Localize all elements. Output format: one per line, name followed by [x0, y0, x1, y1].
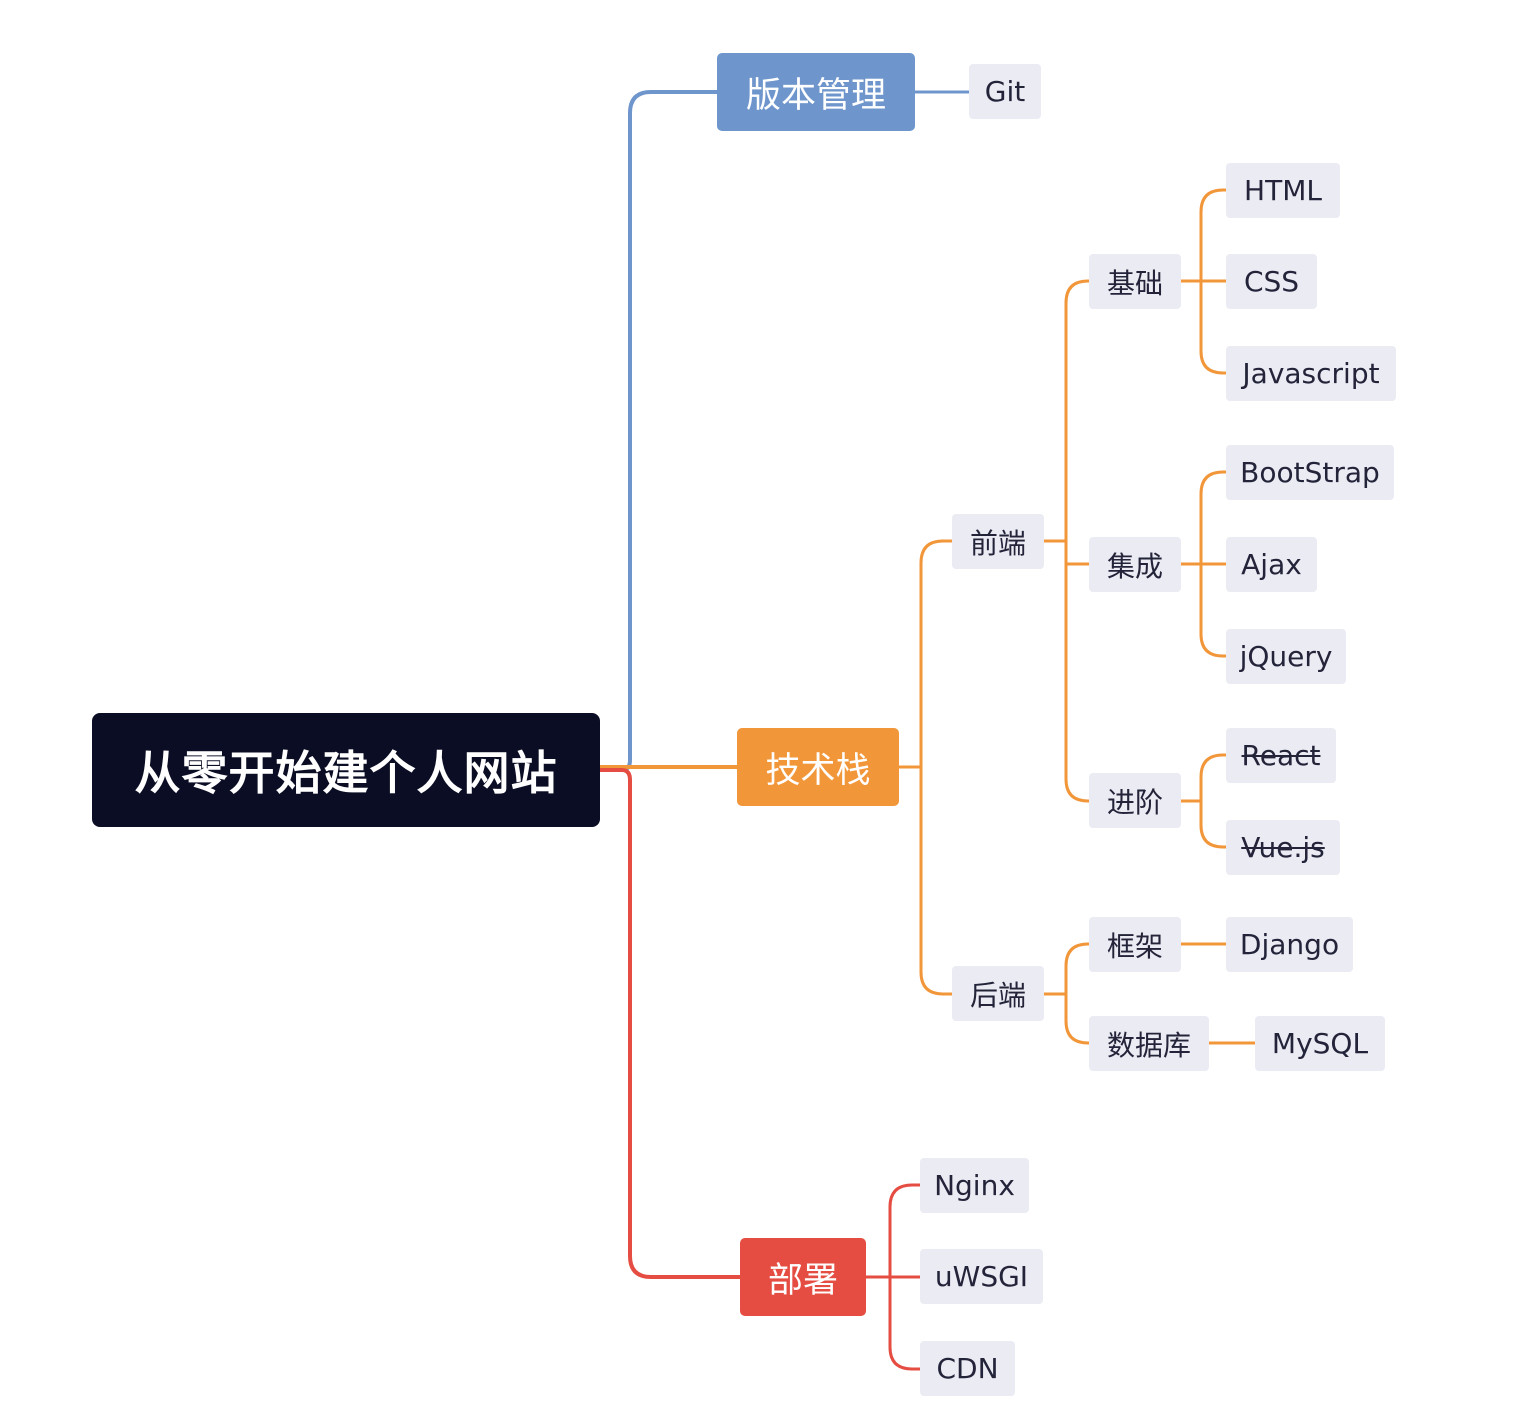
connector-integ-jq: [1199, 564, 1226, 658]
connector-root-deploy: [600, 768, 740, 1279]
topic-database[interactable]: 数据库: [1089, 1016, 1209, 1071]
topic-css[interactable]: CSS: [1226, 254, 1317, 309]
connector-ts-backend: [919, 767, 952, 996]
topic-javascript[interactable]: Javascript: [1226, 346, 1396, 401]
topic-vuejs[interactable]: Vue.js: [1226, 820, 1340, 875]
topic-git[interactable]: Git: [969, 64, 1041, 119]
connector-basic-html: [1199, 188, 1226, 281]
topic-backend[interactable]: 后端: [952, 966, 1044, 1021]
topic-react[interactable]: React: [1226, 728, 1336, 783]
connector-be-database: [1064, 994, 1089, 1045]
topic-bootstrap[interactable]: BootStrap: [1226, 445, 1394, 500]
connector-adv-react: [1199, 753, 1226, 801]
connector-deploy-cdn: [888, 1277, 920, 1371]
connector-root-version-control: [600, 90, 717, 772]
connector-be-framework: [1064, 942, 1089, 994]
topic-tech-stack[interactable]: 技术栈: [737, 728, 899, 806]
topic-django[interactable]: Django: [1226, 917, 1353, 972]
connector-fe-basic: [1064, 279, 1089, 541]
topic-jquery[interactable]: jQuery: [1226, 629, 1346, 684]
topic-basic[interactable]: 基础: [1089, 254, 1181, 309]
topic-cdn[interactable]: CDN: [920, 1341, 1015, 1396]
connector-fe-advanced: [1064, 541, 1089, 803]
topic-frontend[interactable]: 前端: [952, 514, 1044, 569]
connector-fe-integration: [1064, 541, 1089, 566]
topic-uwsgi[interactable]: uWSGI: [920, 1249, 1043, 1304]
topic-integration[interactable]: 集成: [1089, 537, 1181, 592]
root-topic[interactable]: 从零开始建个人网站: [92, 713, 600, 827]
topic-nginx[interactable]: Nginx: [920, 1158, 1029, 1213]
connector-deploy-nginx: [888, 1183, 920, 1277]
topic-deploy[interactable]: 部署: [740, 1238, 866, 1316]
topic-framework[interactable]: 框架: [1089, 917, 1181, 972]
connector-ts-frontend: [899, 539, 952, 769]
connector-integ-bs: [1199, 470, 1226, 564]
topic-ajax[interactable]: Ajax: [1226, 537, 1317, 592]
connector-adv-vue: [1199, 801, 1226, 849]
topic-advanced[interactable]: 进阶: [1089, 773, 1181, 828]
connector-basic-js: [1199, 281, 1226, 375]
topic-version-control[interactable]: 版本管理: [717, 53, 915, 131]
topic-html[interactable]: HTML: [1226, 163, 1340, 218]
topic-mysql[interactable]: MySQL: [1255, 1016, 1385, 1071]
